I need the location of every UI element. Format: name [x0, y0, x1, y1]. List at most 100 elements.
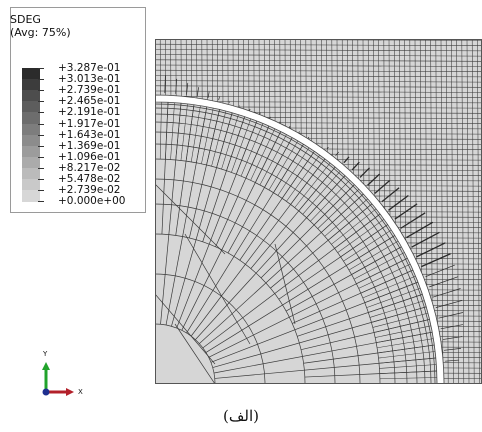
mesh-spoke-fine [337, 219, 385, 253]
legend-value: +2.191e-01 [58, 106, 121, 119]
damage-stroke [421, 253, 451, 268]
mesh-line [174, 323, 216, 384]
legend-tick [38, 123, 44, 125]
mesh-spoke-fine [190, 105, 201, 162]
mesh-spoke-fine [375, 325, 431, 338]
mesh-line [155, 95, 482, 98]
model-viewport[interactable] [155, 39, 482, 384]
mesh-spoke-fine [231, 118, 252, 173]
mesh-spoke-fine [353, 252, 405, 280]
mesh-ring [155, 273, 266, 384]
legend-swatch [22, 123, 40, 135]
mesh-spoke-fine [368, 294, 423, 313]
damage-stroke [388, 195, 409, 211]
mesh-spoke-fine [306, 175, 346, 218]
mesh-spoke-fine [358, 263, 411, 289]
mesh-line [155, 49, 482, 52]
mesh-spoke-fine [298, 166, 336, 212]
legend-swatch [22, 79, 40, 91]
mesh-spoke-fine [165, 102, 169, 160]
mesh-plot[interactable] [155, 39, 482, 384]
mesh-spoke-fine [216, 112, 233, 168]
mesh-spoke-fine [371, 306, 427, 323]
damage-stroke [207, 91, 210, 98]
mesh-line [155, 64, 482, 67]
legend-tick [38, 179, 44, 180]
mesh-spoke-fine [255, 131, 281, 183]
legend-value: +0.000e+00 [58, 195, 126, 208]
mesh-spoke-fine [175, 103, 182, 160]
damage-stroke [164, 75, 166, 94]
damage-stroke [381, 187, 400, 203]
mesh-spoke-fine [196, 106, 208, 163]
legend-value: +3.287e-01 [58, 62, 121, 74]
damage-stroke [416, 242, 446, 258]
damage-stroke [351, 161, 360, 171]
mesh-spoke-fine [211, 110, 227, 167]
mesh-spoke-fine [259, 134, 287, 186]
legend-value: +2.739e-01 [58, 84, 121, 97]
legend-swatch [22, 101, 40, 113]
legend-swatch [22, 167, 40, 180]
damage-stroke [432, 288, 461, 298]
legend-tick [38, 190, 44, 192]
mesh-spoke-fine [324, 198, 368, 237]
mesh-spoke-fine [201, 108, 214, 164]
mesh-spoke-fine [362, 275, 416, 299]
legend-tick [38, 90, 44, 92]
mesh-spoke-fine [379, 364, 437, 369]
mesh-spoke-fine [170, 102, 175, 160]
legend-color-scale [22, 62, 44, 206]
legend-subtitle: (Avg: 75%) [10, 26, 71, 39]
mesh-line [184, 233, 251, 345]
mesh-spoke-fine [310, 179, 350, 222]
legend-tick [38, 68, 44, 69]
legend-value: +1.917e-01 [58, 117, 121, 130]
mesh-spoke-fine [334, 213, 381, 249]
mesh-spoke-fine [373, 319, 430, 333]
mesh-spoke-fine [294, 162, 331, 208]
legend-value: +2.465e-01 [58, 95, 121, 108]
damage-stroke [406, 221, 434, 239]
mesh-spoke-fine [226, 116, 245, 171]
legend-value: +2.739e-02 [58, 184, 121, 197]
mesh-spoke-fine [268, 140, 299, 191]
damage-stroke [359, 167, 371, 178]
figure-caption: (الف) [223, 407, 259, 425]
legend-tick [38, 201, 44, 203]
triad-y-label: Y [43, 350, 48, 358]
mesh-spoke-fine [331, 208, 377, 245]
mesh-line [155, 75, 482, 78]
mesh-line [274, 243, 296, 325]
mesh-spoke-fine [343, 229, 392, 262]
mesh-line [155, 54, 482, 57]
damage-stroke [440, 324, 464, 330]
legend-value: +1.096e-01 [58, 150, 121, 163]
legend-tick [38, 167, 44, 169]
mesh-spoke-fine [360, 269, 414, 294]
mesh-spoke-fine [273, 144, 304, 193]
mesh-spoke-fine [369, 300, 425, 318]
mesh-spoke-fine [351, 246, 402, 275]
mesh-line [155, 293, 216, 365]
mesh-spoke-fine [250, 128, 276, 181]
mesh-spoke-fine [327, 203, 373, 241]
mesh-line [155, 80, 482, 83]
damage-stroke [335, 151, 339, 157]
mesh-line [155, 59, 482, 62]
mesh-line [155, 90, 482, 93]
damage-stroke [343, 156, 350, 164]
damage-stroke [175, 78, 178, 94]
mesh-spoke-fine [221, 114, 239, 170]
mesh-spoke-fine [277, 147, 310, 196]
mesh-spoke-fine [356, 258, 408, 284]
mesh-spoke-fine [372, 312, 429, 328]
mesh-spoke-fine [281, 151, 315, 199]
mesh-line [155, 69, 482, 72]
mesh-spoke-fine [379, 370, 437, 374]
mesh-spoke-fine [376, 331, 433, 343]
legend-swatch [22, 190, 40, 202]
legend-value: +8.217e-02 [58, 161, 121, 174]
legend-value: +1.369e-01 [58, 139, 121, 152]
mesh-ring [155, 323, 216, 384]
